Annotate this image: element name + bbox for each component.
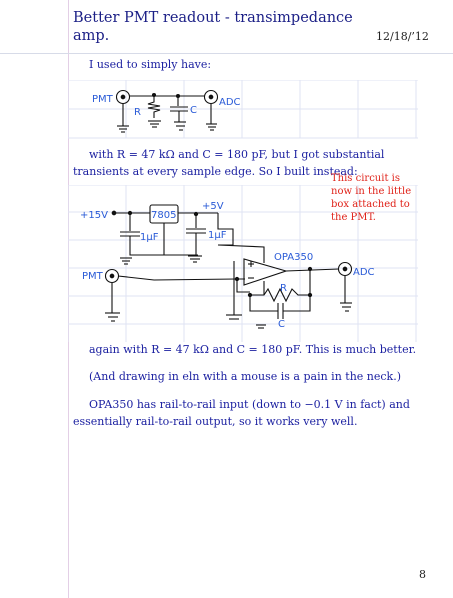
capacitor-label: C: [190, 105, 197, 116]
paragraph-transients: with R = 47 kΩ and C = 180 pF, but I got…: [73, 146, 418, 180]
header-divider: [0, 53, 453, 54]
sketch-grid: [68, 80, 418, 139]
page-date: 12/18/’12: [376, 30, 429, 43]
plus5v-label: +5V: [202, 201, 224, 212]
paragraph-result: again with R = 47 kΩ and C = 180 pF. Thi…: [73, 341, 418, 358]
paragraph-transients-text: with R = 47 kΩ and C = 180 pF, but I got…: [73, 148, 385, 178]
paragraph-result-text: again with R = 47 kΩ and C = 180 pF. Thi…: [89, 343, 417, 356]
regulator-label: 7805: [151, 210, 176, 221]
paragraph-aside: (And drawing in eln with a mouse is a pa…: [73, 368, 418, 385]
adc-label-2: ADC: [353, 267, 375, 278]
cap2-label: 1μF: [208, 230, 227, 241]
annotation-note: This circuit is now in the little box at…: [331, 173, 412, 223]
feedback-resistor-icon: [250, 287, 310, 303]
resistor-icon: [147, 96, 161, 118]
simple-circuit-sketch: PMT R C ADC: [68, 80, 418, 139]
simple-circuit-wiring: [115, 89, 219, 133]
paragraph-intro-text: I used to simply have:: [89, 58, 212, 71]
plus15v-label: +15V: [80, 210, 108, 221]
pmt-label-2: PMT: [82, 271, 104, 282]
adc-connector-icon: [203, 89, 219, 105]
page-title: Better PMT readout - transimpedance amp.: [73, 10, 353, 44]
opamp-label: OPA350: [274, 252, 313, 263]
resistor-label: R: [134, 107, 141, 118]
adc-label: ADC: [219, 97, 241, 108]
page-number: 8: [419, 568, 426, 581]
opamp-opa350-icon: [243, 258, 288, 286]
pmt-label: PMT: [92, 94, 114, 105]
tia-wiring: [104, 204, 353, 329]
paragraph-intro: I used to simply have:: [73, 56, 418, 73]
feedback-capacitor-label: C: [278, 319, 285, 330]
transimpedance-circuit-sketch: +15V 7805 +5V 1μF 1μF OPA350 PMT ADC R C: [68, 185, 418, 342]
paragraph-opa350-text: OPA350 has rail-to-rail input (down to −…: [73, 398, 410, 428]
cap1-label: 1μF: [140, 232, 159, 243]
adc-connector-2-icon: [337, 261, 353, 277]
feedback-resistor-label: R: [280, 283, 287, 294]
paragraph-opa350: OPA350 has rail-to-rail input (down to −…: [73, 396, 418, 430]
paragraph-aside-text: (And drawing in eln with a mouse is a pa…: [89, 370, 401, 383]
